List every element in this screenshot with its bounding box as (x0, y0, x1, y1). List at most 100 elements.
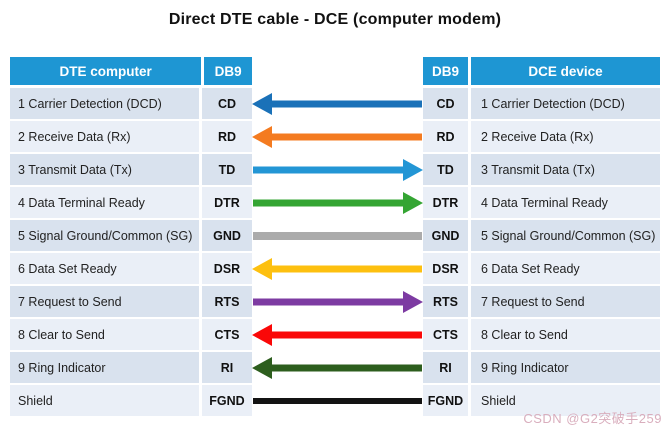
dce-pin-label: RTS (423, 286, 468, 317)
dce-pin-label: FGND (423, 385, 468, 416)
wire-cts-red-arrow (252, 319, 423, 350)
dce-pin-label: CTS (423, 319, 468, 350)
dte-pin-label: TD (202, 154, 252, 185)
wire-shaft (253, 199, 406, 206)
wire-dsr-yellow-arrow (252, 253, 423, 284)
dce-pin-label: RI (423, 352, 468, 383)
wire-fgnd-black-line (252, 385, 423, 416)
wire-shaft (269, 331, 422, 338)
wire-ri-dark-green-arrow (252, 352, 423, 383)
arrowhead-left-icon (252, 125, 272, 148)
dce-signal-label: 9 Ring Indicator (471, 352, 660, 383)
dce-db9-header-cell: DB9 (423, 57, 468, 85)
dte-signal-label: 9 Ring Indicator (10, 352, 199, 383)
dte-signal-label: 3 Transmit Data (Tx) (10, 154, 199, 185)
wire-shaft (253, 231, 422, 240)
dte-signal-label: 2 Receive Data (Rx) (10, 121, 199, 152)
dte-table: DTE computer DB9 1 Carrier Detection (DC… (10, 57, 252, 416)
dce-signal-label: 2 Receive Data (Rx) (471, 121, 660, 152)
dce-signal-label: 6 Data Set Ready (471, 253, 660, 284)
wire-rows (252, 88, 423, 416)
dte-pin-label: CTS (202, 319, 252, 350)
dte-db9-header-cell: DB9 (204, 57, 252, 85)
dte-signal-label: 7 Request to Send (10, 286, 199, 317)
arrowhead-right-icon (403, 158, 423, 181)
dte-pin-label: GND (202, 220, 252, 251)
wire-shaft (253, 166, 406, 173)
arrowhead-right-icon (403, 191, 423, 214)
dce-signal-label: 4 Data Terminal Ready (471, 187, 660, 218)
arrowhead-left-icon (252, 257, 272, 280)
arrowhead-left-icon (252, 356, 272, 379)
wire-shaft (269, 100, 422, 107)
wire-shaft (269, 133, 422, 140)
dce-table-header: DB9 DCE device (423, 57, 660, 85)
dte-signal-label: 8 Clear to Send (10, 319, 199, 350)
dte-computer-header-cell: DTE computer (10, 57, 202, 85)
wire-rts-purple-arrow (252, 286, 423, 317)
dte-signal-label: 6 Data Set Ready (10, 253, 199, 284)
dte-pin-label: RI (202, 352, 252, 383)
arrowhead-left-icon (252, 323, 272, 346)
arrowhead-left-icon (252, 92, 272, 115)
wire-shaft (253, 298, 406, 305)
dte-pin-label: RD (202, 121, 252, 152)
dte-table-row-cd: 1 Carrier Detection (DCD)CD (10, 88, 252, 119)
dce-pin-label: TD (423, 154, 468, 185)
dte-signal-label: 1 Carrier Detection (DCD) (10, 88, 199, 119)
wire-rd-orange-arrow (252, 121, 423, 152)
dte-signal-label: 4 Data Terminal Ready (10, 187, 199, 218)
dte-pin-label: DTR (202, 187, 252, 218)
dte-table-row-td: 3 Transmit Data (Tx)TD (10, 154, 252, 185)
dce-device-header-cell: DCE device (471, 57, 660, 85)
watermark: CSDN @G2突破手259 (523, 411, 662, 426)
wire-shaft (269, 364, 422, 371)
dte-pin-label: FGND (202, 385, 252, 416)
wire-zone (252, 57, 423, 416)
dte-pin-label: DSR (202, 253, 252, 284)
wire-dtr-green-arrow (252, 187, 423, 218)
dte-table-row-gnd: 5 Signal Ground/Common (SG)GND (10, 220, 252, 251)
dce-pin-label: DSR (423, 253, 468, 284)
dce-signal-label: Shield (471, 385, 660, 416)
dce-pin-label: GND (423, 220, 468, 251)
wire-td-light-blue-arrow (252, 154, 423, 185)
wire-shaft (253, 397, 422, 404)
dte-signal-label: Shield (10, 385, 199, 416)
dce-signal-label: 1 Carrier Detection (DCD) (471, 88, 660, 119)
dce-signal-label: 8 Clear to Send (471, 319, 660, 350)
wire-shaft (269, 265, 422, 272)
dce-pin-label: RD (423, 121, 468, 152)
dte-pin-label: RTS (202, 286, 252, 317)
dce-pin-label: CD (423, 88, 468, 119)
wire-cd-blue-arrow (252, 88, 423, 119)
diagram-title: Direct DTE cable - DCE (computer modem) (168, 11, 502, 28)
dce-signal-label: 3 Transmit Data (Tx) (471, 154, 660, 185)
dte-table-header: DTE computer DB9 (10, 57, 252, 85)
wire-gnd-gray-line (252, 220, 423, 251)
dce-pin-label: DTR (423, 187, 468, 218)
dce-signal-label: 7 Request to Send (471, 286, 660, 317)
arrowhead-right-icon (403, 290, 423, 313)
dte-pin-label: CD (202, 88, 252, 119)
